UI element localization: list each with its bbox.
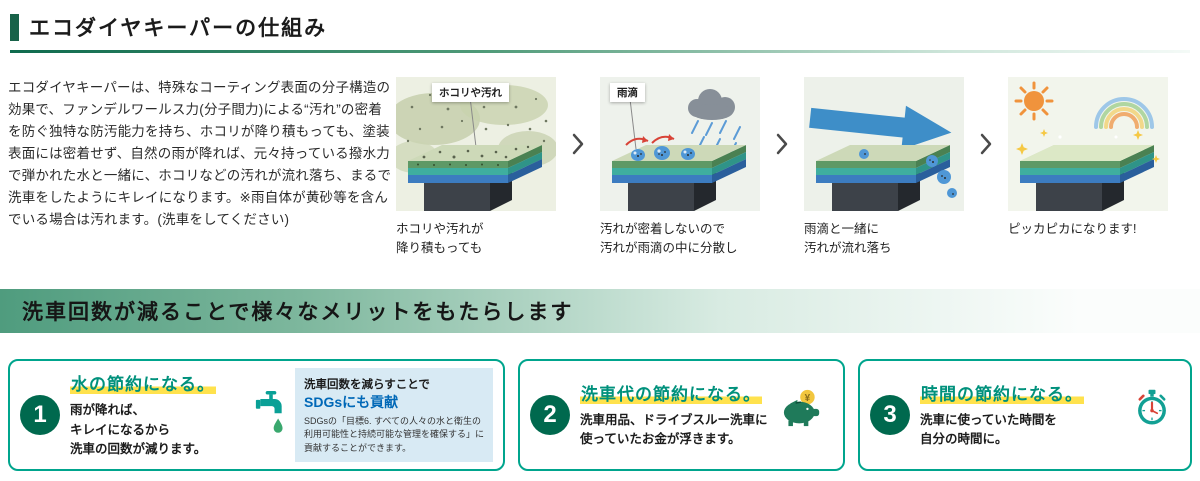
section1-header: エコダイヤキーパーの仕組み xyxy=(0,0,1200,53)
card-title-water: 水の節約になる。 xyxy=(70,375,216,395)
section1-title: エコダイヤキーパーの仕組み xyxy=(29,17,328,40)
step-1: ホコリや汚れ ホコリや汚れが 降り積もっても xyxy=(396,77,556,259)
piggy-bank-icon: ¥ xyxy=(779,389,825,427)
section2-header-bar: 洗車回数が減ることで様々なメリットをもたらします xyxy=(0,288,1200,333)
steps-row: ホコリや汚れ ホコリや汚れが 降り積もっても xyxy=(396,77,1168,259)
step-1-label: ホコリや汚れ xyxy=(432,83,509,102)
card-title-time: 時間の節約になる。 xyxy=(920,384,1084,404)
step-4: ピッカピカになります! xyxy=(1008,77,1168,239)
step-3-panel xyxy=(804,77,964,211)
benefit-card-time: 3 時間の節約になる。 洗車に使っていた時間を 自分の時間に。 xyxy=(858,358,1192,471)
card-body-money: 洗車用品、ドライブスルー洗車に 使っていたお金が浮きます。 xyxy=(580,412,768,447)
step-2-panel: 雨滴 xyxy=(600,77,760,211)
header-underline xyxy=(10,50,1190,53)
rain-panel-illustration xyxy=(612,89,746,211)
stopwatch-icon xyxy=(1132,388,1172,428)
number-badge-3: 3 xyxy=(870,394,910,435)
step-4-caption: ピッカピカになります! xyxy=(1008,222,1137,236)
sdgs-box: 洗車回数を減らすことで SDGsにも貢献 SDGsの「目標6. すべての人々の水… xyxy=(295,367,493,462)
benefit-card-money: 2 洗車代の節約になる。 洗車用品、ドライブスルー洗車に 使っていたお金が浮きま… xyxy=(518,358,845,471)
flow-panel-illustration xyxy=(809,105,957,211)
step-2-caption: 汚れが密着しないので 汚れが雨滴の中に分散し xyxy=(600,222,738,256)
step-1-panel: ホコリや汚れ xyxy=(396,77,556,211)
number-badge-2: 2 xyxy=(530,394,570,435)
sdgs-line2: SDGsにも貢献 xyxy=(304,393,399,410)
benefit-cards: 1 水の節約になる。 雨が降れば、 キレイになるから 洗車の回数が減ります。 xyxy=(0,358,1200,471)
card-title-money: 洗車代の節約になる。 xyxy=(580,384,762,404)
card-body-time: 洗車に使っていた時間を 自分の時間に。 xyxy=(920,412,1057,447)
yen-coin: ¥ xyxy=(805,393,811,404)
benefit-card-water: 1 水の節約になる。 雨が降れば、 キレイになるから 洗車の回数が減ります。 xyxy=(8,358,505,471)
step-2-label: 雨滴 xyxy=(610,83,645,102)
card-body-water: 雨が降れば、 キレイになるから 洗車の回数が減ります。 xyxy=(70,403,207,456)
chevron-right-icon xyxy=(760,77,804,211)
step-3: 雨滴と一緒に 汚れが流れ落ち xyxy=(804,77,964,259)
step-4-panel xyxy=(1008,77,1168,211)
faucet-water-icon xyxy=(255,390,287,440)
section2-title: 洗車回数が減ることで様々なメリットをもたらします xyxy=(22,300,574,324)
sdgs-line1: 洗車回数を減らすことで xyxy=(304,378,430,391)
chevron-right-icon xyxy=(556,77,600,211)
chevron-right-icon xyxy=(964,77,1008,211)
step-2: 雨滴 汚れが密着しないので 汚れが雨滴の中に分散し xyxy=(600,77,760,259)
step-3-caption: 雨滴と一緒に 汚れが流れ落ち xyxy=(804,222,892,256)
section1-body: エコダイヤキーパーは、特殊なコーティング表面の分子構造の効果で、ファンデルワール… xyxy=(0,53,1200,259)
number-badge-1: 1 xyxy=(20,394,60,435)
shiny-panel-illustration xyxy=(1014,81,1160,211)
header-accent-square xyxy=(10,13,19,41)
step-1-caption: ホコリや汚れが 降り積もっても xyxy=(396,222,484,256)
section1-description: エコダイヤキーパーは、特殊なコーティング表面の分子構造の効果で、ファンデルワール… xyxy=(8,80,392,227)
sdgs-note: SDGsの「目標6. すべての人々の水と衛生の利用可能性と持続可能な管理を確保す… xyxy=(304,415,485,453)
